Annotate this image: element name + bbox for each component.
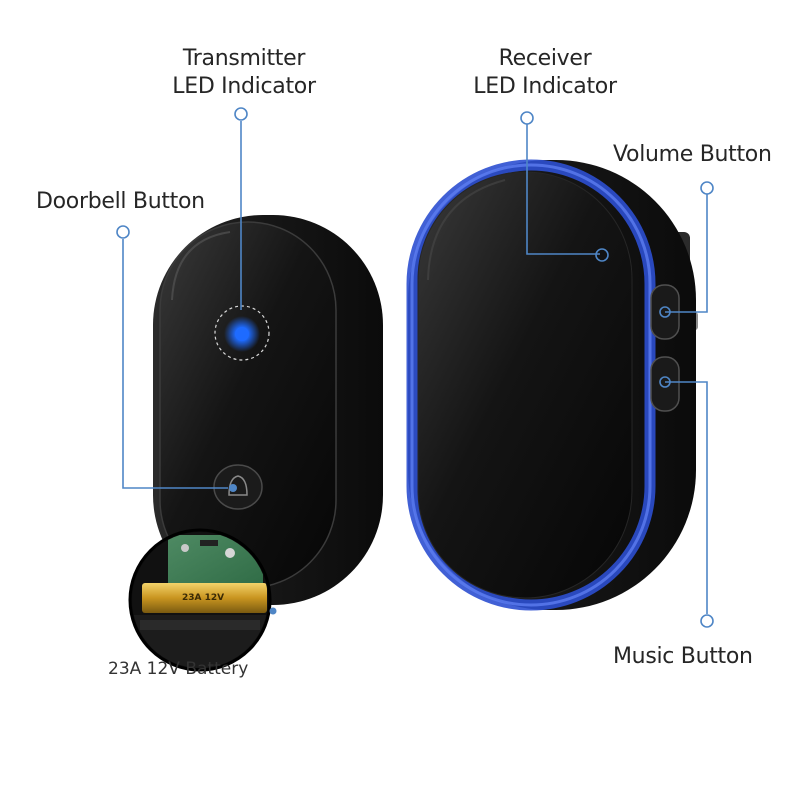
music-button-icon[interactable] [650,356,680,412]
battery-icon [142,583,267,613]
doorbell-button-label: Doorbell Button [36,189,205,214]
transmitter-device [153,215,383,605]
battery-print: 23A 12V [182,593,224,603]
callout-endpoints [229,248,671,492]
receiver-device [406,159,698,611]
transmitter-led-ring [214,305,270,361]
battery-spec-label-cutoff: 23A 12V Battery [108,659,249,679]
receiver-face [417,171,633,599]
doorbell-button-icon[interactable] [213,464,263,510]
music-button-label: Music Button [613,644,753,669]
transmitter-led-icon [235,327,249,341]
callout-lines [116,107,714,628]
receiver-led-label: Receiver LED Indicator [473,46,617,99]
transmitter-led-label: Transmitter LED Indicator [172,46,316,99]
volume-button-label: Volume Button [613,142,772,167]
